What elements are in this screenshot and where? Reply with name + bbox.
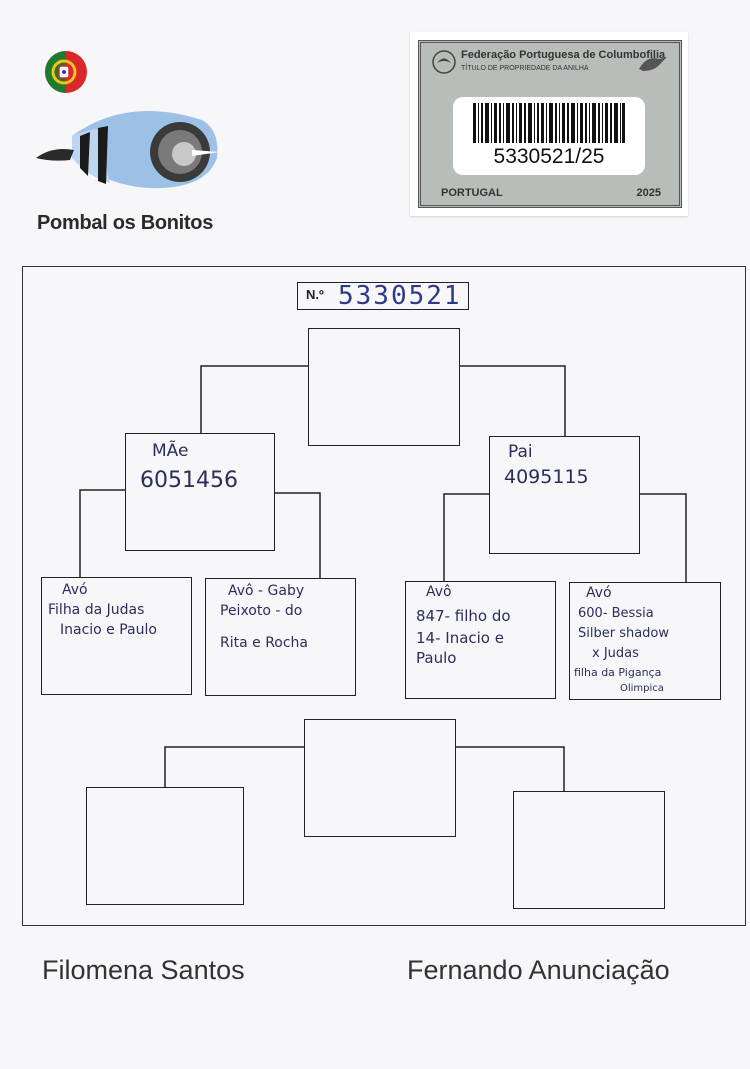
club-name: Pombal os Bonitos — [37, 212, 214, 234]
mother-ring: 6051456 — [140, 468, 238, 493]
ring-number: 5330521/25 — [493, 145, 605, 168]
grandfather-left-line3: Rita e Rocha — [220, 635, 309, 651]
ring-card-inner: Federação Portuguesa de Columbofilia TÍT… — [418, 40, 682, 208]
grandmother-left-line3: Inacio e Paulo — [60, 622, 157, 638]
ring-country: PORTUGAL — [441, 187, 503, 199]
barcode-panel: 5330521/25 — [453, 97, 645, 175]
grandmother-right-line3: Silber shadow — [578, 626, 670, 641]
grandmother-left-box: Avó Filha da Judas Inacio e Paulo — [41, 577, 192, 695]
grandfather-left-label: Avô - Gaby — [228, 583, 305, 599]
club-logo-icon — [36, 111, 220, 189]
father-label: Pai — [508, 442, 533, 462]
grandmother-right-box: Avó 600- Bessia Silber shadow x Judas fi… — [569, 582, 721, 700]
grandmother-right-line5: filha da Pigança — [574, 666, 662, 679]
father-box: Pai 4095115 — [489, 436, 640, 554]
grandfather-right-line4: Paulo — [416, 649, 457, 667]
federation-subtitle: TÍTULO DE PROPRIEDADE DA ANILHA — [461, 65, 589, 72]
grandfather-right-box: Avô 847- filho do 14- Inacio e Paulo — [405, 581, 556, 699]
pedigree-number-label: N.º — [306, 287, 324, 302]
father-ring: 4095115 — [504, 466, 589, 488]
signature-left: Filomena Santos — [42, 955, 245, 985]
offspring-box-left — [86, 787, 244, 905]
pigeon-emblem-icon — [639, 57, 667, 71]
federation-title: Federação Portuguesa de Columbofilia — [461, 49, 666, 61]
grandmother-right-line2: 600- Bessia — [578, 606, 654, 621]
grandfather-left-box: Avô - Gaby Peixoto - do Rita e Rocha — [205, 578, 356, 696]
federation-emblem-icon — [432, 50, 456, 74]
ring-year: 2025 — [636, 187, 661, 199]
grandmother-left-label: Avó — [62, 582, 88, 598]
signature-right: Fernando Anunciação — [407, 955, 670, 985]
grandfather-left-line2: Peixoto - do — [220, 603, 303, 619]
barcode-icon — [473, 103, 625, 143]
grandmother-right-line4: x Judas — [592, 646, 639, 661]
pedigree-number-value: 5330521 — [338, 281, 462, 311]
offspring-box-center — [304, 719, 456, 837]
grandfather-right-line3: 14- Inacio e — [416, 629, 504, 647]
pedigree-frame — [22, 266, 746, 926]
mother-label: MÃe — [152, 441, 189, 461]
portugal-flag-icon — [45, 51, 87, 93]
grandfather-right-label: Avô — [426, 584, 452, 600]
ring-ownership-card: Federação Portuguesa de Columbofilia TÍT… — [410, 32, 688, 216]
subject-box — [308, 328, 460, 446]
pedigree-number-box: N.º 5330521 — [297, 281, 469, 311]
grandmother-left-line2: Filha da Judas — [48, 602, 145, 618]
grandmother-right-line6: Olimpica — [620, 683, 664, 694]
grandfather-right-line2: 847- filho do — [416, 607, 511, 625]
mother-box: MÃe 6051456 — [125, 433, 275, 551]
grandmother-right-label: Avó — [586, 585, 612, 601]
offspring-box-right — [513, 791, 665, 909]
